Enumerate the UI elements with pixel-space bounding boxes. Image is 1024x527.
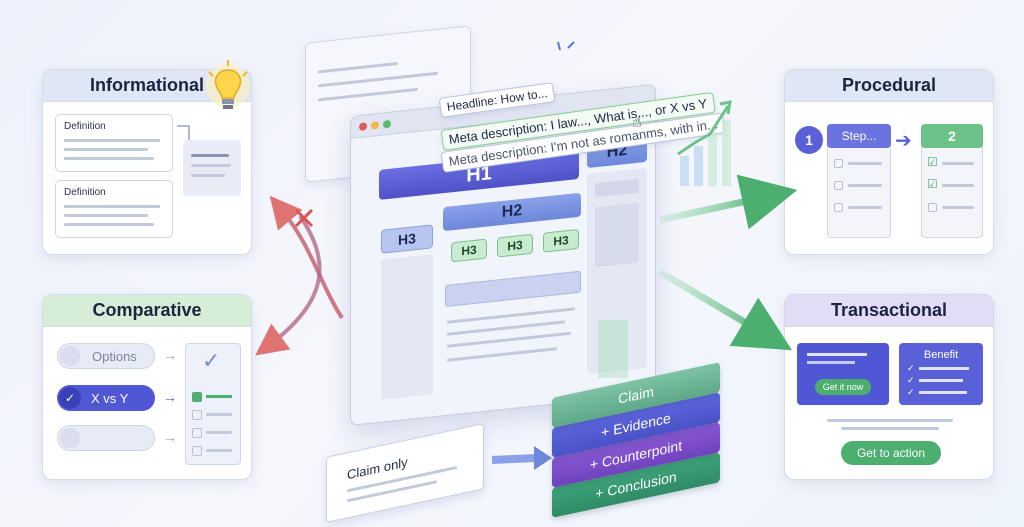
crossed-arrow-down <box>255 214 322 356</box>
benefit-check-icon-3: ✓ <box>907 387 915 397</box>
checklist-panel: ✓ <box>185 343 241 465</box>
procedural-title: Procedural <box>785 70 993 102</box>
benefit-check-icon-2: ✓ <box>907 375 915 385</box>
arrow-to-transactional <box>658 268 793 351</box>
get-it-now-button[interactable]: Get it now <box>815 379 871 395</box>
check-icon: ☑ <box>927 155 938 169</box>
spark-icon <box>557 41 575 51</box>
connector-arrow-icon <box>177 125 190 140</box>
cursor-hand-icon: ☝ <box>632 114 642 131</box>
definition-label-1: Definition <box>64 121 106 132</box>
large-check-icon: ✓ <box>202 348 221 373</box>
crossed-arrow-up <box>269 195 344 320</box>
checkbox-icon-2 <box>192 428 202 438</box>
lightbulb-icon <box>206 60 250 109</box>
arrow-right-icon-3: → <box>163 429 177 445</box>
growth-chart-icon <box>677 100 732 186</box>
checkbox-icon <box>192 410 202 420</box>
promo-panel: Get it now <box>797 343 889 405</box>
option-circle-icon <box>60 346 80 366</box>
arrow-to-stack <box>491 454 537 464</box>
procedural-card: Procedural 1 Step... ➔ 2 ☑ ☑ <box>784 69 994 255</box>
definition-label-2: Definition <box>64 187 106 198</box>
definition-box-1: Definition <box>55 114 173 172</box>
x-vs-y-pill[interactable]: ✓ X vs Y <box>57 385 155 411</box>
x-vs-y-label: X vs Y <box>91 390 129 406</box>
step-2-label: 2 <box>921 124 983 148</box>
step-number-badge: 1 <box>795 126 823 154</box>
arrow-to-procedural <box>659 174 798 230</box>
check-icon-2: ☑ <box>927 177 938 191</box>
get-to-action-button[interactable]: Get to action <box>841 441 941 465</box>
benefit-check-icon: ✓ <box>907 363 915 373</box>
step-panel-2: 2 ☑ ☑ <box>921 124 983 238</box>
comparative-card: Comparative Options ✓ X vs Y → → → ✓ <box>42 294 252 480</box>
option-pill-empty[interactable] <box>57 425 155 451</box>
option-pill[interactable]: Options <box>57 343 155 369</box>
check-circle-icon: ✓ <box>59 387 81 409</box>
transactional-title: Transactional <box>785 295 993 327</box>
arrow-right-icon-2: → <box>163 389 177 405</box>
transactional-card: Transactional Get it now Benefit ✓ ✓ ✓ G… <box>784 294 994 480</box>
benefit-panel: Benefit ✓ ✓ ✓ <box>899 343 983 405</box>
option-label: Options <box>92 348 137 364</box>
step-label: Step... <box>827 124 891 148</box>
arrow-right-icon: → <box>163 347 177 363</box>
comparative-title: Comparative <box>43 295 251 327</box>
step-arrow-icon: ➔ <box>895 130 912 152</box>
checkbox-checked-icon <box>192 392 202 402</box>
checkbox-icon-3 <box>192 446 202 456</box>
benefit-label: Benefit <box>923 349 959 361</box>
option-circle-icon-2 <box>60 428 80 448</box>
definition-side-panel <box>183 140 241 196</box>
step-panel-1: Step... <box>827 124 891 238</box>
definition-box-2: Definition <box>55 180 173 238</box>
